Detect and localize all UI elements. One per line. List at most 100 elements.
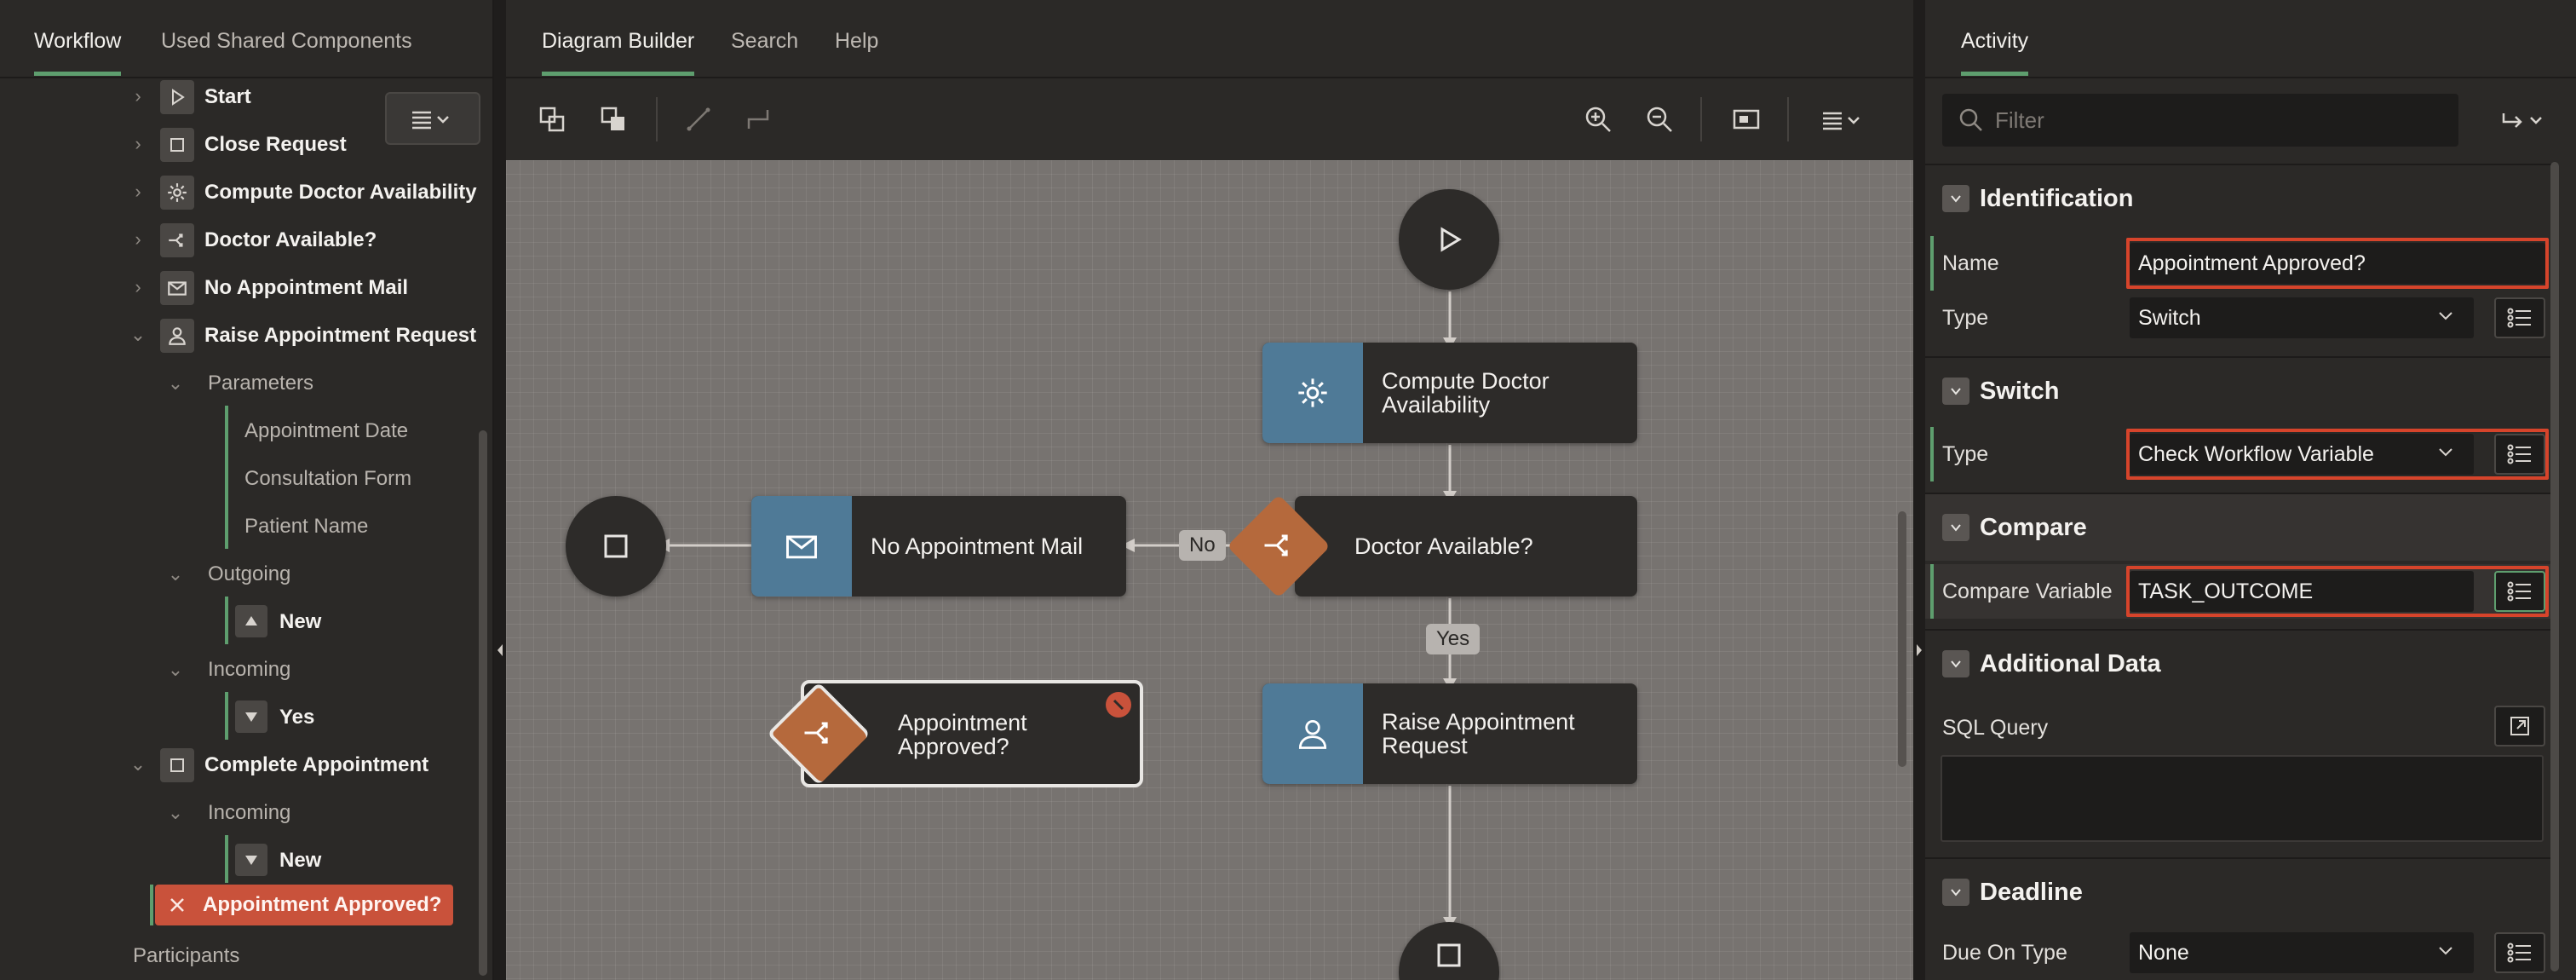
due-on-type-options-button[interactable] <box>2494 932 2545 973</box>
connector-label-yes[interactable]: Yes <box>1426 624 1481 654</box>
tree-label-outgoing-new: New <box>279 610 322 633</box>
right-scrollbar[interactable] <box>2550 162 2559 971</box>
type-options-button[interactable] <box>2494 297 2545 338</box>
name-input[interactable]: Appointment Approved? <box>2130 243 2545 284</box>
zoom-in-button[interactable] <box>1576 97 1620 141</box>
section-compare[interactable]: Compare <box>1925 493 2557 561</box>
end-square-icon <box>160 128 194 162</box>
workflow-tree-panel: Workflow Used Shared Components › Start … <box>0 0 494 980</box>
collapse-chevron-icon[interactable] <box>1942 879 1969 906</box>
chevron-down-icon[interactable]: ⌄ <box>129 324 147 345</box>
zoom-to-fit-icon <box>1733 109 1760 130</box>
tree-label-param-patient[interactable]: Patient Name <box>244 515 369 538</box>
raise-request-node[interactable]: Raise Appointment Request <box>1262 683 1637 784</box>
node-label: Appointment Approved? <box>898 710 1027 759</box>
chevron-right-icon[interactable]: › <box>135 276 141 297</box>
canvas-scrollbar[interactable] <box>1898 511 1906 767</box>
collapse-chevron-icon[interactable] <box>1942 185 1969 212</box>
tree-label-appointment-approved: Appointment Approved? <box>203 893 442 916</box>
chevron-down-icon[interactable]: ⌄ <box>167 372 184 394</box>
switch-type-select[interactable]: Check Workflow Variable <box>2130 434 2474 475</box>
tab-used-shared-components[interactable]: Used Shared Components <box>161 29 412 54</box>
chevron-right-icon[interactable]: › <box>135 133 141 154</box>
tree-label-participants[interactable]: Participants <box>133 944 240 967</box>
collapse-right-icon[interactable] <box>1915 643 1923 658</box>
filter-input[interactable] <box>1995 94 2447 147</box>
filter-box[interactable] <box>1942 94 2458 147</box>
chevron-right-icon[interactable]: › <box>135 181 141 202</box>
straight-connector-button[interactable] <box>676 97 721 141</box>
chevron-right-icon[interactable]: › <box>135 228 141 250</box>
appointment-approved-node[interactable]: Appointment Approved? <box>801 680 1143 787</box>
chevron-down-icon[interactable]: ⌄ <box>167 802 184 823</box>
field-label: Name <box>1942 251 1999 275</box>
collapse-chevron-icon[interactable] <box>1942 514 1969 541</box>
diagram-canvas[interactable]: Compute Doctor Availability No Appointme… <box>506 160 1913 980</box>
go-to-group-button[interactable] <box>2494 99 2557 141</box>
sql-expand-button[interactable] <box>2494 706 2545 747</box>
required-indicator <box>1930 427 1934 481</box>
compute-doctor-node[interactable]: Compute Doctor Availability <box>1262 343 1637 443</box>
tree-label-doctor-available: Doctor Available? <box>204 228 377 251</box>
tree-item-appointment-approved-selected[interactable]: Appointment Approved? <box>155 885 453 925</box>
field-due-on-type: Due On Type None <box>1925 925 2557 980</box>
start-node[interactable] <box>1399 189 1499 290</box>
field-label: SQL Query <box>1942 716 2049 740</box>
no-appointment-mail-node[interactable]: No Appointment Mail <box>751 496 1126 597</box>
tree-label-param-date[interactable]: Appointment Date <box>244 419 409 442</box>
doctor-available-node[interactable]: Doctor Available? <box>1295 496 1637 597</box>
switch-type-options-button[interactable] <box>2494 434 2545 475</box>
zoom-out-button[interactable] <box>1637 97 1682 141</box>
collapse-chevron-icon[interactable] <box>1942 650 1969 677</box>
connector-label-no[interactable]: No <box>1179 530 1226 561</box>
type-select[interactable]: Switch <box>2130 297 2474 338</box>
connector-label-no-text: No <box>1189 533 1216 556</box>
tree-menu-button[interactable] <box>385 92 480 145</box>
chevron-down-icon[interactable]: ⌄ <box>167 659 184 680</box>
orthogonal-connector-button[interactable] <box>736 97 780 141</box>
section-additional-data[interactable]: Additional Data <box>1925 629 2557 697</box>
chevron-down-icon[interactable]: ⌄ <box>167 563 184 585</box>
tab-active-underline <box>1961 72 2029 76</box>
bring-to-front-button[interactable] <box>591 97 635 141</box>
gear-icon <box>160 176 194 210</box>
tab-workflow[interactable]: Workflow <box>34 29 122 76</box>
tab-diagram-builder[interactable]: Diagram Builder <box>542 29 695 76</box>
tab-help[interactable]: Help <box>835 29 878 54</box>
chevron-down-icon[interactable]: ⌄ <box>129 753 147 775</box>
collapse-left-icon[interactable] <box>496 643 504 658</box>
due-on-type-select[interactable]: None <box>2130 932 2474 973</box>
tree-label-param-form[interactable]: Consultation Form <box>244 467 412 490</box>
section-identification[interactable]: Identification <box>1925 164 2557 232</box>
section-deadline[interactable]: Deadline <box>1925 857 2557 925</box>
section-title: Identification <box>1980 184 2134 212</box>
tab-search[interactable]: Search <box>731 29 798 54</box>
tree-guide-line <box>225 406 228 549</box>
section-title: Switch <box>1980 377 2060 405</box>
zoom-out-icon <box>1647 107 1672 132</box>
diagram-menu-button[interactable] <box>1809 97 1877 141</box>
compare-variable-input[interactable]: TASK_OUTCOME <box>2130 571 2474 612</box>
chevron-right-icon[interactable]: › <box>135 85 141 107</box>
right-splitter[interactable] <box>1913 0 1925 980</box>
tree-label-parameters: Parameters <box>208 372 314 395</box>
arrow-up-icon <box>235 605 267 637</box>
collapse-chevron-icon[interactable] <box>1942 378 1969 405</box>
required-indicator <box>1930 236 1934 291</box>
end-node-close-request[interactable] <box>566 496 666 597</box>
error-badge-icon[interactable] <box>1106 692 1131 718</box>
send-to-back-button[interactable] <box>530 97 574 141</box>
left-splitter[interactable] <box>494 0 506 980</box>
tab-activity[interactable]: Activity <box>1961 29 2029 76</box>
menu-lines-icon <box>1823 112 1860 130</box>
send-to-back-icon <box>539 107 565 132</box>
zoom-to-fit-button[interactable] <box>1724 97 1768 141</box>
sql-query-textarea[interactable] <box>1941 755 2544 842</box>
left-scrollbar[interactable] <box>479 430 487 976</box>
section-switch[interactable]: Switch <box>1925 356 2557 424</box>
compare-variable-options-button[interactable] <box>2494 571 2545 612</box>
list-icon <box>2507 943 2531 963</box>
tree-label-complete-appointment: Complete Appointment <box>204 753 429 776</box>
tree-guide-line <box>225 597 228 644</box>
arrow-down-icon <box>235 700 267 733</box>
